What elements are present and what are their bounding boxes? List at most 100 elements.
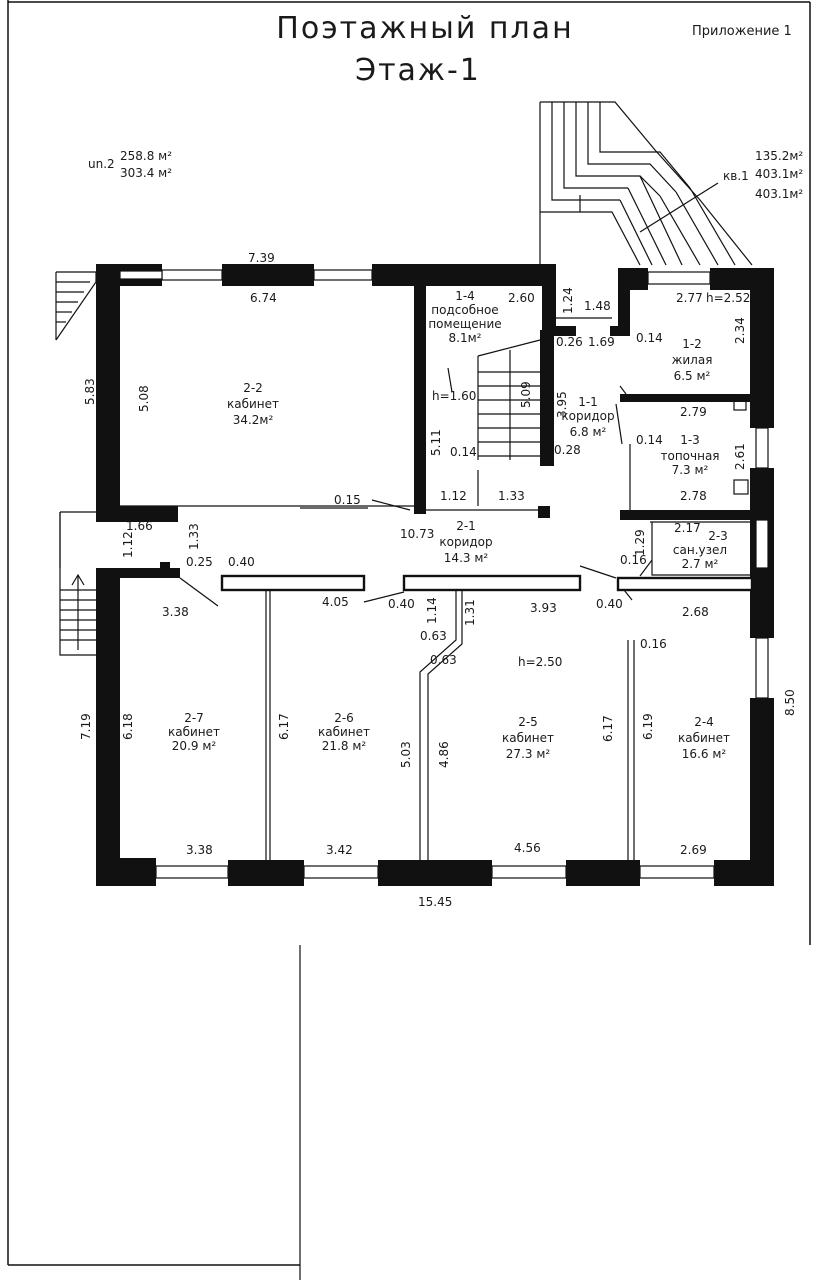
area-summary-right-1: 135.2м² bbox=[755, 149, 803, 163]
svg-text:кабинет: кабинет bbox=[678, 731, 730, 745]
dim-719: 7.19 bbox=[79, 713, 93, 740]
dim-169: 1.69 bbox=[588, 335, 615, 349]
dim-618: 6.18 bbox=[121, 713, 135, 740]
svg-text:7.3 м²: 7.3 м² bbox=[672, 463, 709, 477]
dim-268: 2.68 bbox=[682, 605, 709, 619]
dim-342: 3.42 bbox=[326, 843, 353, 857]
svg-text:коридор: коридор bbox=[561, 409, 614, 423]
svg-text:2-5: 2-5 bbox=[518, 715, 538, 729]
area-summary-right-3: 403.1м² bbox=[755, 187, 803, 201]
svg-text:6.8 м²: 6.8 м² bbox=[570, 425, 607, 439]
dim-040-a: 0.40 bbox=[228, 555, 255, 569]
dim-1-4-width: 2.60 bbox=[508, 291, 535, 305]
room-2-4-label: 2-4 кабинет 16.6 м² bbox=[678, 715, 730, 761]
dim-left-upper-inner: 5.08 bbox=[137, 385, 151, 412]
dim-026: 0.26 bbox=[556, 335, 583, 349]
svg-text:2-6: 2-6 bbox=[334, 711, 354, 725]
dim-261: 2.61 bbox=[733, 443, 747, 470]
dim-014-a: 0.14 bbox=[636, 331, 663, 345]
room-2-5-label: 2-5 кабинет 27.3 м² bbox=[502, 715, 554, 761]
dim-133-a: 1.33 bbox=[498, 489, 525, 503]
dim-top-2-2-inner: 6.74 bbox=[250, 291, 277, 305]
svg-text:коридор: коридор bbox=[439, 535, 492, 549]
svg-text:1-1: 1-1 bbox=[578, 395, 598, 409]
dim-040-b: 0.40 bbox=[388, 597, 415, 611]
area-summary-left-label: un.2 bbox=[88, 157, 115, 171]
dim-112-b: 1.12 bbox=[121, 531, 135, 558]
room-2-6-label: 2-6 кабинет 21.8 м² bbox=[318, 711, 370, 753]
dim-619: 6.19 bbox=[641, 713, 655, 740]
dim-063-a: 0.63 bbox=[420, 629, 447, 643]
dim-063-b: 0.63 bbox=[430, 653, 457, 667]
appendix-label: Приложение 1 bbox=[692, 24, 792, 39]
svg-text:подсобное: подсобное bbox=[431, 303, 498, 317]
dim-1073: 10.73 bbox=[400, 527, 434, 541]
room-2-1-label: 2-1 коридор 14.3 м² bbox=[439, 519, 492, 565]
dim-016-a: 0.16 bbox=[620, 553, 647, 567]
dim-617-a: 6.17 bbox=[277, 713, 291, 740]
dim-278: 2.78 bbox=[680, 489, 707, 503]
svg-text:топочная: топочная bbox=[660, 449, 719, 463]
svg-text:20.9 м²: 20.9 м² bbox=[172, 739, 217, 753]
svg-text:21.8 м²: 21.8 м² bbox=[322, 739, 367, 753]
dim-338-a: 3.38 bbox=[162, 605, 189, 619]
dim-148: 1.48 bbox=[584, 299, 611, 313]
dim-040-c: 0.40 bbox=[596, 597, 623, 611]
svg-text:34.2м²: 34.2м² bbox=[233, 413, 274, 427]
dim-617-b: 6.17 bbox=[601, 715, 615, 742]
height-1-4: h=1.60 bbox=[432, 389, 476, 403]
svg-text:2-3: 2-3 bbox=[708, 529, 728, 543]
dim-129: 1.29 bbox=[633, 529, 647, 556]
dim-503: 5.03 bbox=[399, 741, 413, 768]
svg-text:2-1: 2-1 bbox=[456, 519, 476, 533]
dim-234: 2.34 bbox=[733, 317, 747, 344]
exterior-stair-top bbox=[539, 101, 753, 266]
dim-166: 1.66 bbox=[126, 519, 153, 533]
room-1-3-label: 1-3 топочная 7.3 м² bbox=[660, 433, 719, 477]
walls bbox=[59, 264, 774, 886]
svg-text:кабинет: кабинет bbox=[168, 725, 220, 739]
svg-text:1-4: 1-4 bbox=[455, 289, 475, 303]
svg-text:8.1м²: 8.1м² bbox=[449, 331, 482, 345]
svg-text:кабинет: кабинет bbox=[318, 725, 370, 739]
svg-text:6.5 м²: 6.5 м² bbox=[674, 369, 711, 383]
exterior-stair-left-bottom bbox=[59, 512, 98, 656]
area-summary-right-2: 403.1м² bbox=[755, 167, 803, 181]
dim-016-b: 0.16 bbox=[640, 637, 667, 651]
exterior-stair-left-top bbox=[55, 271, 97, 341]
svg-text:2-2: 2-2 bbox=[243, 381, 263, 395]
dim-393: 3.93 bbox=[530, 601, 557, 615]
floor-title: Этаж-1 bbox=[355, 53, 481, 88]
svg-text:1-3: 1-3 bbox=[680, 433, 700, 447]
svg-text:кабинет: кабинет bbox=[502, 731, 554, 745]
dim-133-b: 1.33 bbox=[187, 523, 201, 550]
height-2-5: h=2.50 bbox=[518, 655, 562, 669]
dim-509: 5.09 bbox=[519, 381, 533, 408]
height-1-2: h=2.52 bbox=[706, 291, 750, 305]
area-summary-left-2: 303.4 м² bbox=[120, 166, 172, 180]
dimensions: 7.39 6.74 5.83 5.08 2.60 1.24 1.48 2.77 … bbox=[79, 251, 797, 909]
dim-top-2-2-outer: 7.39 bbox=[248, 251, 275, 265]
room-2-3-label: 2-3 сан.узел 2.7 м² bbox=[673, 529, 728, 571]
dim-114: 1.14 bbox=[425, 597, 439, 624]
dim-511: 5.11 bbox=[429, 429, 443, 456]
dim-014-b: 0.14 bbox=[450, 445, 477, 459]
room-1-1-label: 1-1 коридор 6.8 м² bbox=[561, 395, 614, 439]
dim-left-upper-outer: 5.83 bbox=[83, 378, 97, 405]
room-2-2-label: 2-2 кабинет 34.2м² bbox=[227, 381, 279, 427]
room-2-7-label: 2-7 кабинет 20.9 м² bbox=[168, 711, 220, 753]
room-1-2-label: 1-2 жилая 6.5 м² bbox=[672, 337, 713, 383]
svg-text:сан.узел: сан.узел bbox=[673, 543, 727, 557]
svg-text:2.7 м²: 2.7 м² bbox=[682, 557, 719, 571]
dim-269: 2.69 bbox=[680, 843, 707, 857]
dim-850: 8.50 bbox=[783, 689, 797, 716]
svg-text:жилая: жилая bbox=[672, 353, 713, 367]
room-1-4-label: 1-4 подсобное помещение 8.1м² bbox=[428, 289, 501, 345]
svg-text:16.6 м²: 16.6 м² bbox=[682, 747, 727, 761]
dim-015: 0.15 bbox=[334, 493, 361, 507]
dim-112-a: 1.12 bbox=[440, 489, 467, 503]
dim-1545: 15.45 bbox=[418, 895, 452, 909]
door-swings bbox=[179, 317, 749, 607]
dim-217: 2.17 bbox=[674, 521, 701, 535]
